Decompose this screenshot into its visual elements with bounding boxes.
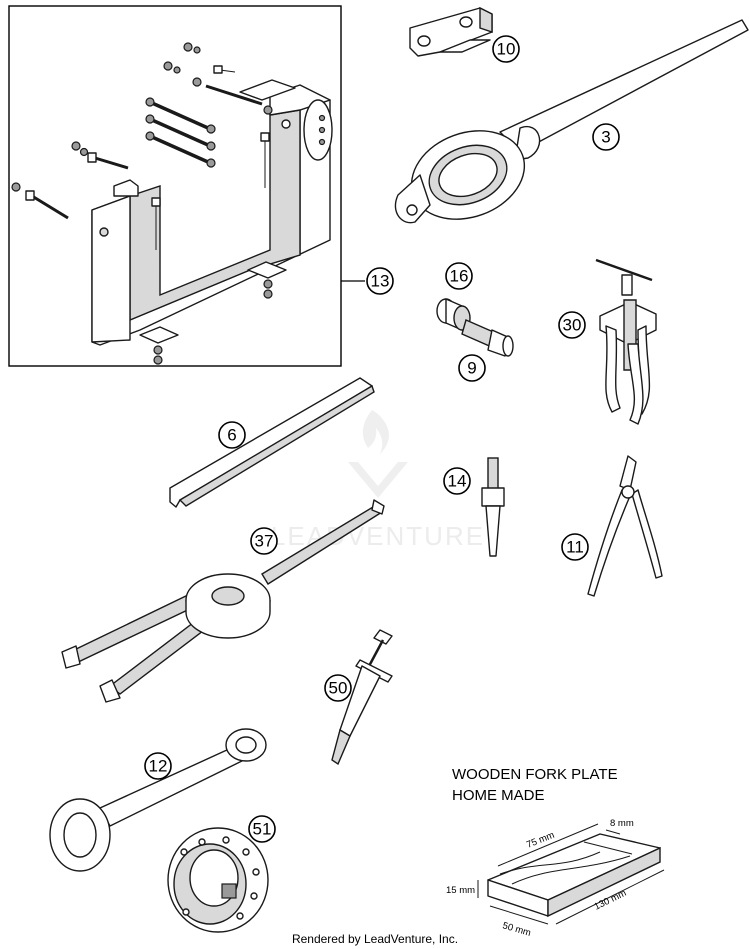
callout-16[interactable]: 16 bbox=[445, 262, 473, 290]
note-line-1: WOODEN FORK PLATE bbox=[452, 766, 618, 783]
svg-text:13: 13 bbox=[371, 272, 390, 291]
callout-14[interactable]: 14 bbox=[443, 467, 471, 495]
part-11-pliers bbox=[587, 455, 663, 597]
callout-12[interactable]: 12 bbox=[144, 752, 172, 780]
engine-stand-group bbox=[8, 5, 365, 367]
callout-9[interactable]: 9 bbox=[458, 354, 486, 382]
svg-text:30: 30 bbox=[563, 316, 582, 335]
callout-50[interactable]: 50 bbox=[324, 674, 352, 702]
wooden-fork-plate: WOODEN FORK PLATE HOME MADE 8 mm 75 mm 1… bbox=[444, 720, 665, 939]
callout-6[interactable]: 6 bbox=[218, 421, 246, 449]
callout-11[interactable]: 11 bbox=[561, 533, 589, 561]
part-50-syringe bbox=[331, 629, 393, 766]
watermark: LEADVENTURE bbox=[271, 410, 485, 551]
svg-text:9: 9 bbox=[467, 359, 476, 378]
part-6-blade bbox=[169, 377, 375, 508]
svg-text:12: 12 bbox=[149, 757, 168, 776]
engine-stand-frame bbox=[8, 5, 342, 367]
svg-text:6: 6 bbox=[227, 426, 236, 445]
part-3-clutch-holder bbox=[394, 19, 749, 224]
part-30-puller bbox=[595, 258, 657, 425]
part-51-disc bbox=[167, 827, 269, 933]
callout-3[interactable]: 3 bbox=[592, 123, 620, 151]
callout-13[interactable]: 13 bbox=[366, 267, 394, 295]
svg-text:14: 14 bbox=[448, 472, 467, 491]
dim-15mm: 15 mm bbox=[446, 885, 475, 896]
part-10-bracket bbox=[409, 6, 493, 57]
footer-credit: Rendered by LeadVenture, Inc. bbox=[292, 932, 458, 946]
svg-text:50: 50 bbox=[329, 679, 348, 698]
part-14-pin bbox=[481, 457, 505, 557]
callout-10[interactable]: 10 bbox=[492, 35, 520, 63]
part-12-pin-wrench bbox=[49, 728, 267, 872]
part-37-clamp bbox=[61, 499, 385, 703]
callout-37[interactable]: 37 bbox=[250, 527, 278, 555]
watermark-text: LEADVENTURE bbox=[271, 521, 485, 551]
v-logo-icon bbox=[348, 462, 408, 498]
svg-text:51: 51 bbox=[253, 820, 272, 839]
dim-8mm: 8 mm bbox=[610, 818, 634, 829]
callout-51[interactable]: 51 bbox=[248, 815, 276, 843]
dim-50mm: 50 mm bbox=[501, 920, 532, 939]
stand-hardware bbox=[11, 42, 273, 220]
part-9-bolt bbox=[461, 319, 514, 357]
svg-text:16: 16 bbox=[450, 267, 469, 286]
note-line-2: HOME MADE bbox=[452, 787, 545, 804]
flame-logo-icon bbox=[362, 410, 389, 454]
svg-text:37: 37 bbox=[255, 532, 274, 551]
engine-stand bbox=[91, 79, 333, 365]
callout-30[interactable]: 30 bbox=[558, 311, 586, 339]
svg-text:11: 11 bbox=[566, 538, 584, 557]
svg-text:10: 10 bbox=[497, 40, 516, 59]
svg-text:3: 3 bbox=[601, 128, 610, 147]
